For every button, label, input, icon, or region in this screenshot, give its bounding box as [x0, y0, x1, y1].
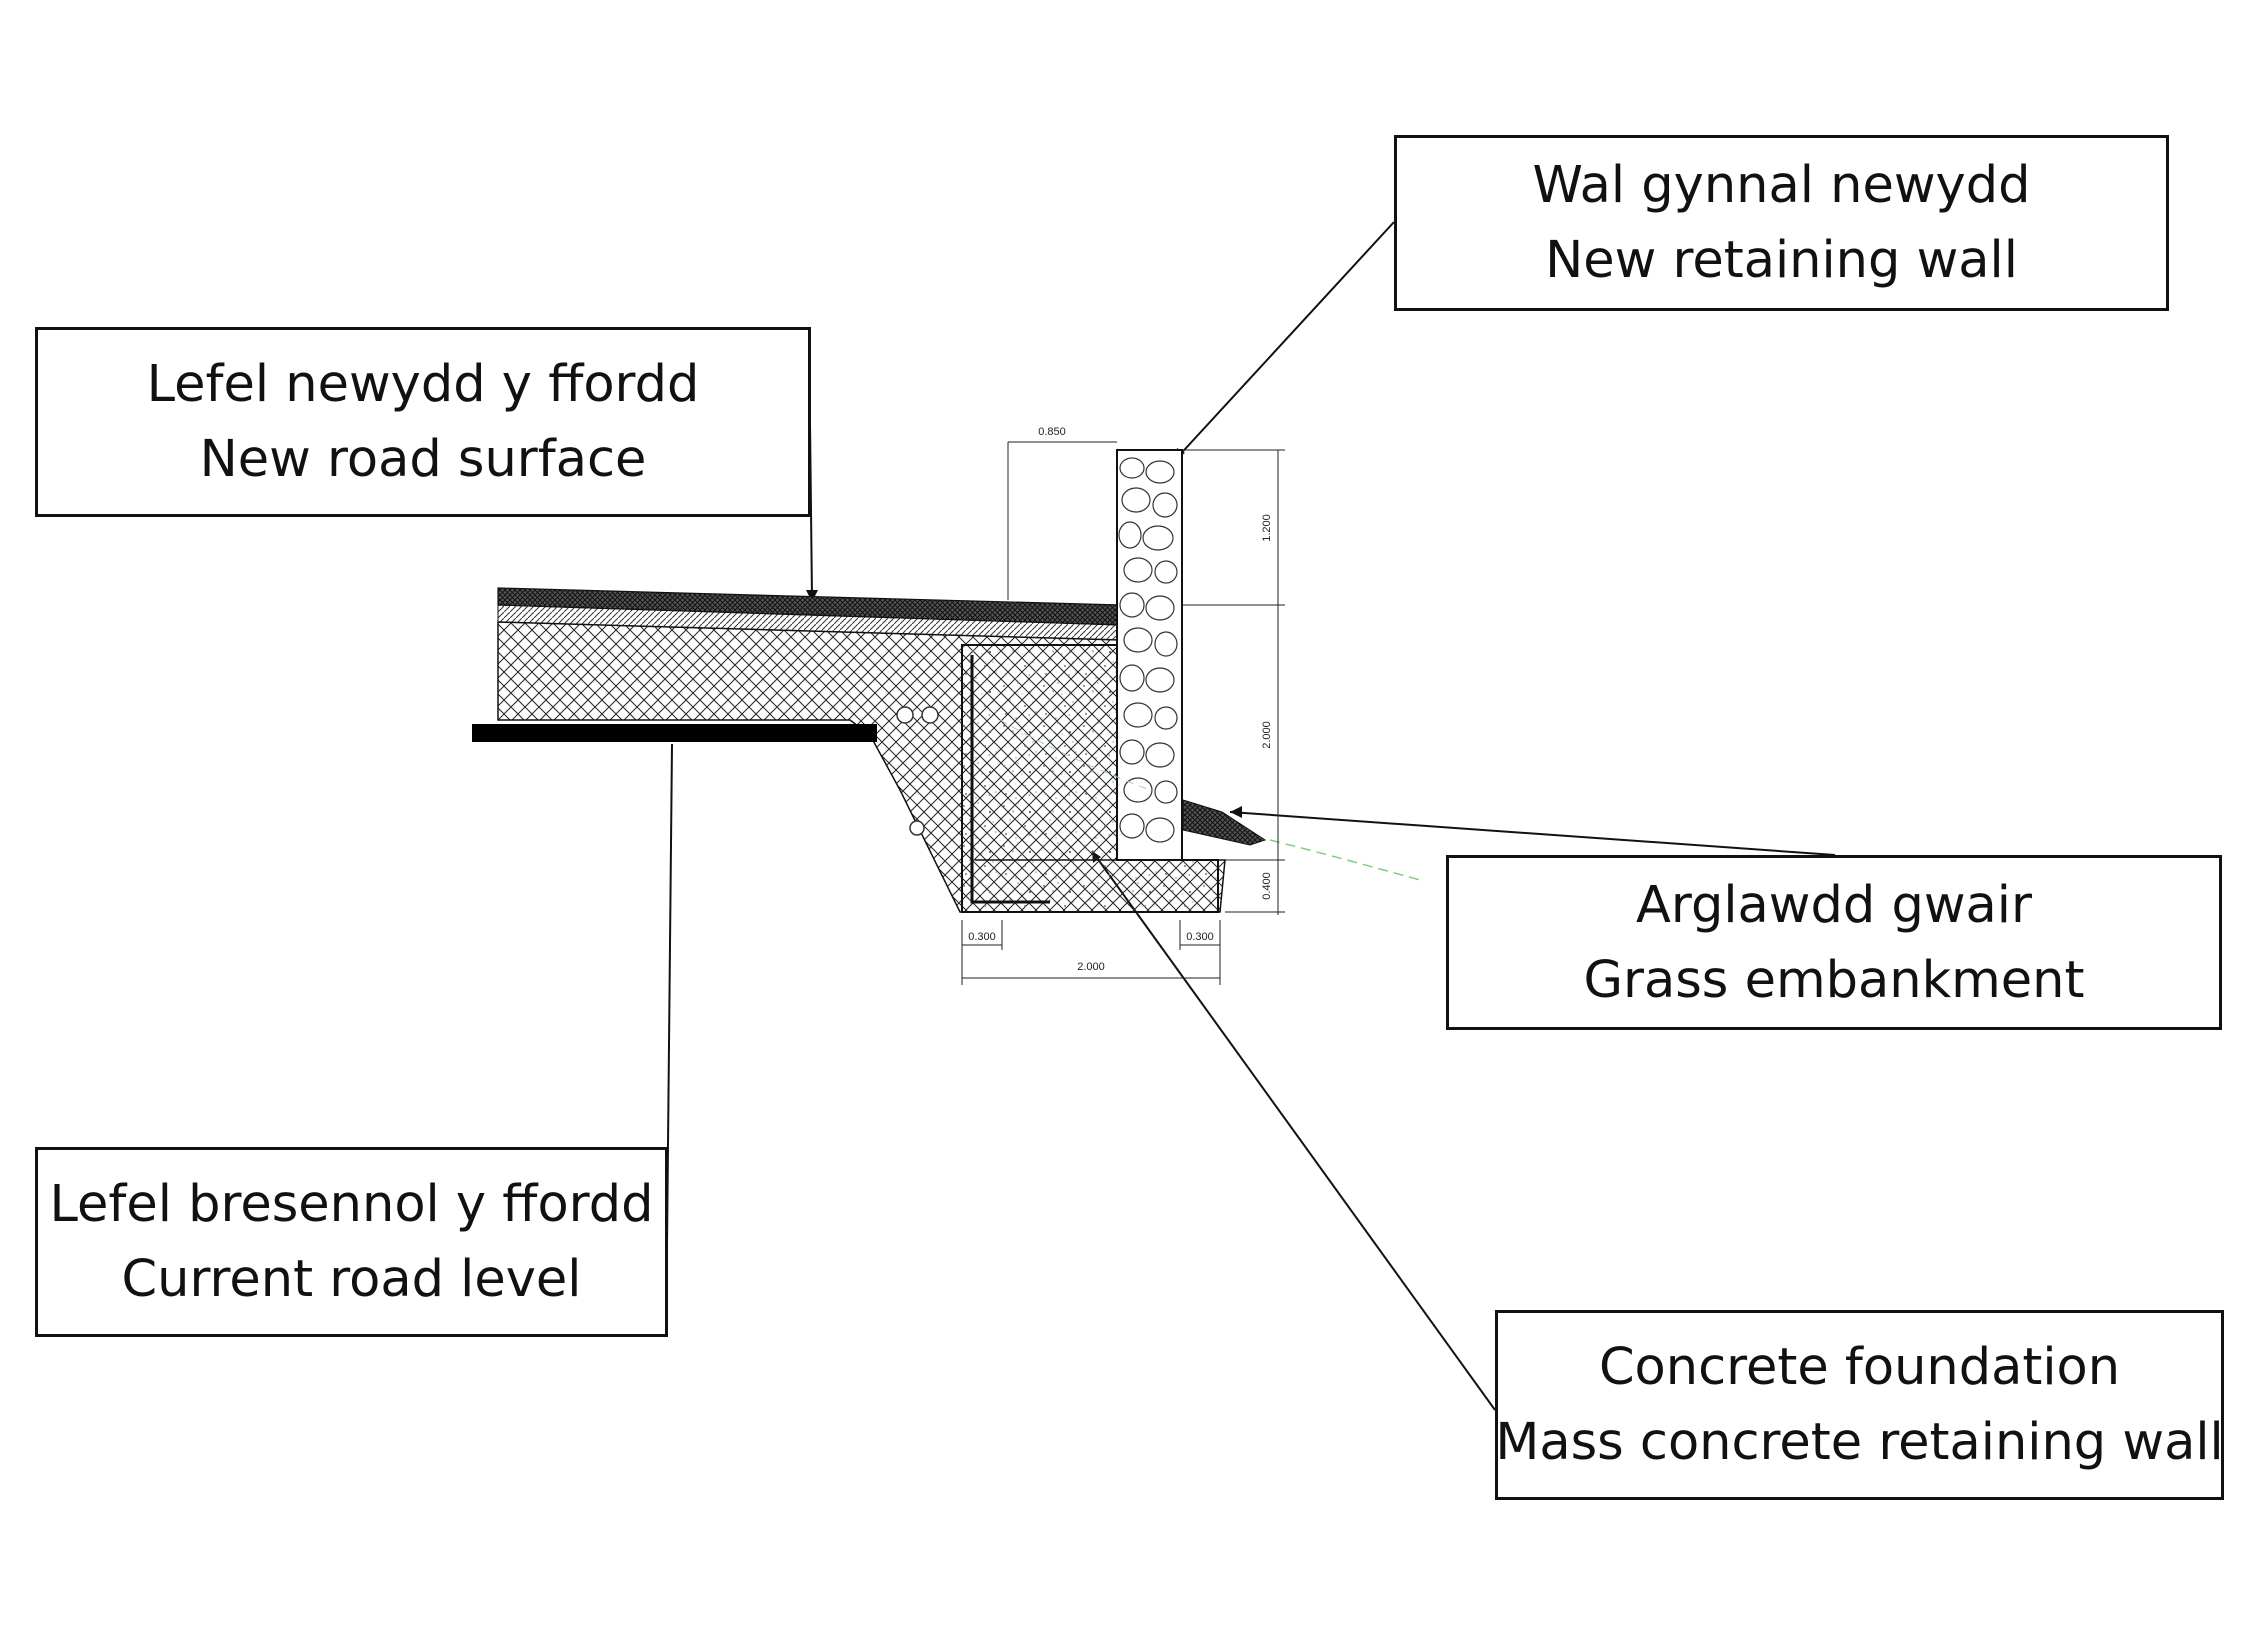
leader-retaining-wall	[1174, 221, 1395, 461]
dim-toe-width: 0.300	[968, 931, 996, 943]
leader-lines	[666, 221, 1836, 1411]
dimension-lines	[961, 441, 1285, 985]
label-grass-embankment-english: Grass embankment	[1583, 950, 2085, 1010]
label-new-retaining-wall-welsh: Wal gynnal newydd	[1532, 156, 2031, 215]
internal-ground-line	[999, 719, 1151, 791]
label-concrete-foundation-subtitle: Mass concrete retaining wall	[1495, 1413, 2224, 1472]
wall-stones	[1118, 457, 1178, 843]
dim-wall-height: 2.000	[1261, 721, 1273, 749]
stone-retaining-wall	[1116, 449, 1183, 861]
label-concrete-foundation: Concrete foundation Mass concrete retain…	[1495, 1310, 2224, 1500]
existing-road-bar	[472, 724, 877, 742]
label-grass-embankment-welsh: Arglawdd gwair	[1636, 875, 2032, 935]
dim-top-width: 0.850	[1038, 426, 1066, 438]
label-new-retaining-wall: Wal gynnal newydd New retaining wall	[1394, 135, 2169, 311]
leader-foundation	[1091, 850, 1496, 1411]
label-new-road-surface-english: New road surface	[199, 430, 647, 489]
dim-base-height: 0.400	[1261, 872, 1273, 900]
arrow-grass	[1230, 806, 1242, 818]
dim-heel-width: 0.300	[1186, 931, 1214, 943]
grass-embankment-fill	[1182, 799, 1267, 846]
leader-grass	[1229, 811, 1836, 856]
label-grass-embankment: Arglawdd gwair Grass embankment	[1446, 855, 2222, 1030]
existing-ground-line	[1269, 839, 1421, 881]
label-new-road-surface: Lefel newydd y ffordd New road surface	[35, 327, 811, 517]
label-concrete-foundation-title: Concrete foundation	[1598, 1338, 2121, 1397]
label-new-retaining-wall-english: New retaining wall	[1545, 231, 2018, 290]
drainage-pipes	[896, 706, 939, 836]
label-current-road-level-welsh: Lefel bresennol y ffordd	[49, 1175, 654, 1234]
reinforcement-bar	[970, 655, 1050, 904]
dim-base-width: 2.000	[1077, 961, 1105, 973]
label-current-road-level: Lefel bresennol y ffordd Current road le…	[35, 1147, 668, 1337]
label-new-road-surface-welsh: Lefel newydd y ffordd	[146, 355, 700, 414]
label-current-road-level-english: Current road level	[121, 1250, 582, 1309]
dim-upper-height: 1.200	[1261, 514, 1273, 542]
